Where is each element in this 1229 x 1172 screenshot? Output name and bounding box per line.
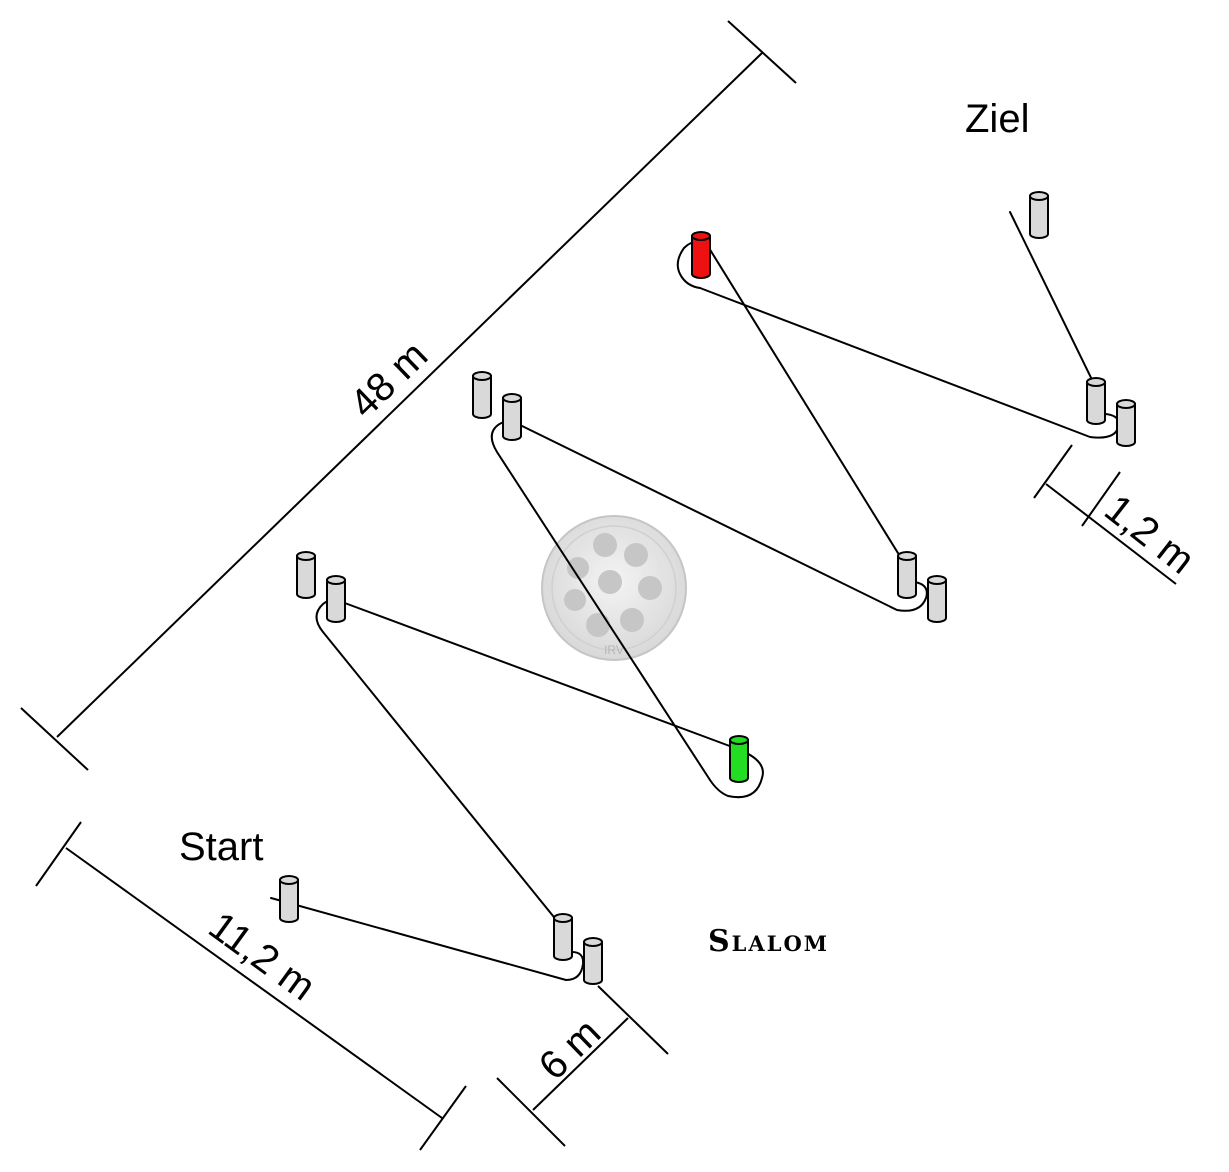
cone-start bbox=[279, 875, 299, 923]
path-to-green-turn bbox=[341, 601, 736, 749]
watermark-seal: IRV bbox=[541, 515, 687, 661]
cone-pair3-b bbox=[502, 393, 522, 441]
cone-red-top bbox=[691, 231, 711, 241]
start-label: Start bbox=[179, 825, 263, 869]
dim-11-2m-tick-bottom bbox=[419, 1085, 467, 1151]
cone-pair2-a-top bbox=[296, 551, 316, 561]
cone-pair3-b-body bbox=[502, 397, 522, 441]
cone-pair5-a-top bbox=[1086, 377, 1106, 387]
cone-start-top bbox=[279, 875, 299, 885]
course-path bbox=[270, 211, 1120, 981]
cone-pair5-a-body bbox=[1086, 381, 1106, 425]
cone-pair1-a-top bbox=[553, 913, 573, 923]
dim-1-2m-tick-right bbox=[1081, 471, 1121, 527]
cone-red-body bbox=[691, 235, 711, 279]
cone-green-body bbox=[729, 739, 749, 783]
path-right-to-red bbox=[708, 247, 907, 567]
path-finish-segment bbox=[1009, 211, 1099, 393]
path-to-upper-left bbox=[315, 598, 567, 933]
dim-48m-tick-top bbox=[727, 20, 797, 84]
watermark-text: IRV bbox=[604, 643, 624, 657]
cone-pair4-b bbox=[927, 575, 947, 623]
path-red-to-finish-pair bbox=[699, 287, 1120, 439]
cone-pair4-a-body bbox=[897, 555, 917, 599]
cone-pair1-a bbox=[553, 913, 573, 961]
dim-6m-label: 6 m bbox=[531, 1010, 610, 1088]
dim-48m-label: 48 m bbox=[342, 333, 437, 426]
dim-6m-line bbox=[532, 1017, 629, 1111]
cone-finish-body bbox=[1029, 195, 1049, 239]
cone-pair3-a bbox=[472, 371, 492, 419]
cone-pair5-b bbox=[1116, 399, 1136, 447]
cone-pair2-a-body bbox=[296, 555, 316, 599]
dim-11-2m-tick-top bbox=[35, 821, 82, 887]
cone-pair3-a-top bbox=[472, 371, 492, 381]
cone-pair2-b-body bbox=[326, 579, 346, 623]
slalom-title: Slalom bbox=[708, 924, 829, 959]
dim-48m-tick-bottom bbox=[20, 707, 89, 771]
cones bbox=[279, 191, 1136, 985]
path-start-segment bbox=[270, 897, 585, 981]
dimension-lines bbox=[20, 20, 1177, 1151]
cone-pair4-a bbox=[897, 551, 917, 599]
dim-1-2m-line bbox=[1045, 483, 1177, 585]
cone-pair1-b bbox=[583, 937, 603, 985]
cone-pair3-a-body bbox=[472, 375, 492, 419]
dim-11-2m-line bbox=[65, 847, 443, 1119]
dim-11-2m-label: 11,2 m bbox=[201, 904, 323, 1010]
cone-pair1-b-body bbox=[583, 941, 603, 985]
cone-pair3-b-top bbox=[502, 393, 522, 403]
cone-pair2-b bbox=[326, 575, 346, 623]
cone-green-top bbox=[729, 735, 749, 745]
path-to-right-pair bbox=[517, 423, 928, 612]
cone-pair1-a-body bbox=[553, 917, 573, 961]
finish-label: Ziel bbox=[965, 97, 1029, 141]
cone-pair4-a-top bbox=[897, 551, 917, 561]
cone-pair2-b-top bbox=[326, 575, 346, 585]
cone-red bbox=[691, 231, 711, 279]
cone-pair2-a bbox=[296, 551, 316, 599]
cone-pair1-b-top bbox=[583, 937, 603, 947]
dim-48m-line bbox=[56, 52, 763, 738]
cone-pair5-a bbox=[1086, 377, 1106, 425]
cone-green bbox=[729, 735, 749, 783]
cone-finish-top bbox=[1029, 191, 1049, 201]
cone-pair5-b-top bbox=[1116, 399, 1136, 409]
cone-start-body bbox=[279, 879, 299, 923]
cone-pair4-b-top bbox=[927, 575, 947, 585]
cone-pair4-b-body bbox=[927, 579, 947, 623]
cone-finish bbox=[1029, 191, 1049, 239]
cone-pair5-b-body bbox=[1116, 403, 1136, 447]
dim-6m-tick-right bbox=[597, 985, 669, 1055]
dim-1-2m-tick-left bbox=[1033, 444, 1073, 499]
dim-6m-tick-left bbox=[496, 1077, 566, 1147]
path-green-turn bbox=[709, 747, 764, 799]
